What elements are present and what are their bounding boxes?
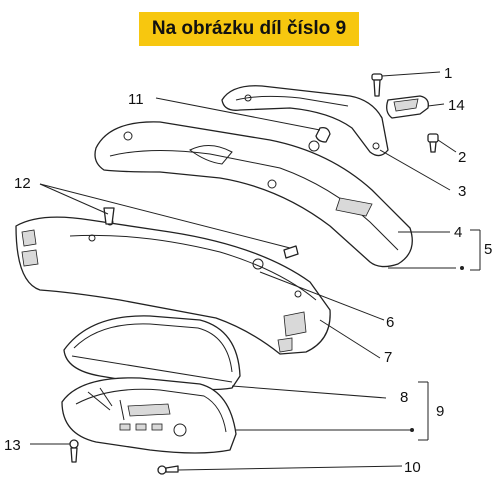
screw-10 [157,465,179,475]
part-number-banner: Na obrázku díl číslo 9 [139,12,359,46]
leader-lines [30,71,481,471]
screw-12b [283,245,299,259]
screw-12 [103,207,115,225]
instrument-dial-9 [61,377,237,454]
callout-7: 7 [384,349,392,366]
callout-8: 8 [400,389,408,406]
callout-13: 13 [4,437,21,454]
callout-2: 2 [458,149,466,166]
callout-5: 5 [484,241,492,258]
callout-14: 14 [448,97,465,114]
callout-numbers: 1 2 3 4 5 6 7 8 9 10 11 12 13 14 [4,65,492,476]
lower-handlebar-cover-6 [15,216,331,355]
callout-3: 3 [458,183,466,200]
upper-handlebar-cover-4 [94,121,413,268]
callout-4: 4 [454,224,462,241]
callout-12: 12 [14,175,31,192]
callout-6: 6 [386,314,394,331]
rubber-pad-14 [386,95,429,119]
callout-10: 10 [404,459,421,476]
callout-11: 11 [128,91,144,108]
callout-9: 9 [436,403,444,420]
screw-2 [427,133,439,153]
top-cover-bracket [221,85,389,157]
callout-1: 1 [444,65,452,82]
screw-1 [371,73,383,97]
screw-13 [69,439,79,463]
speedometer-lens-8 [63,315,241,391]
